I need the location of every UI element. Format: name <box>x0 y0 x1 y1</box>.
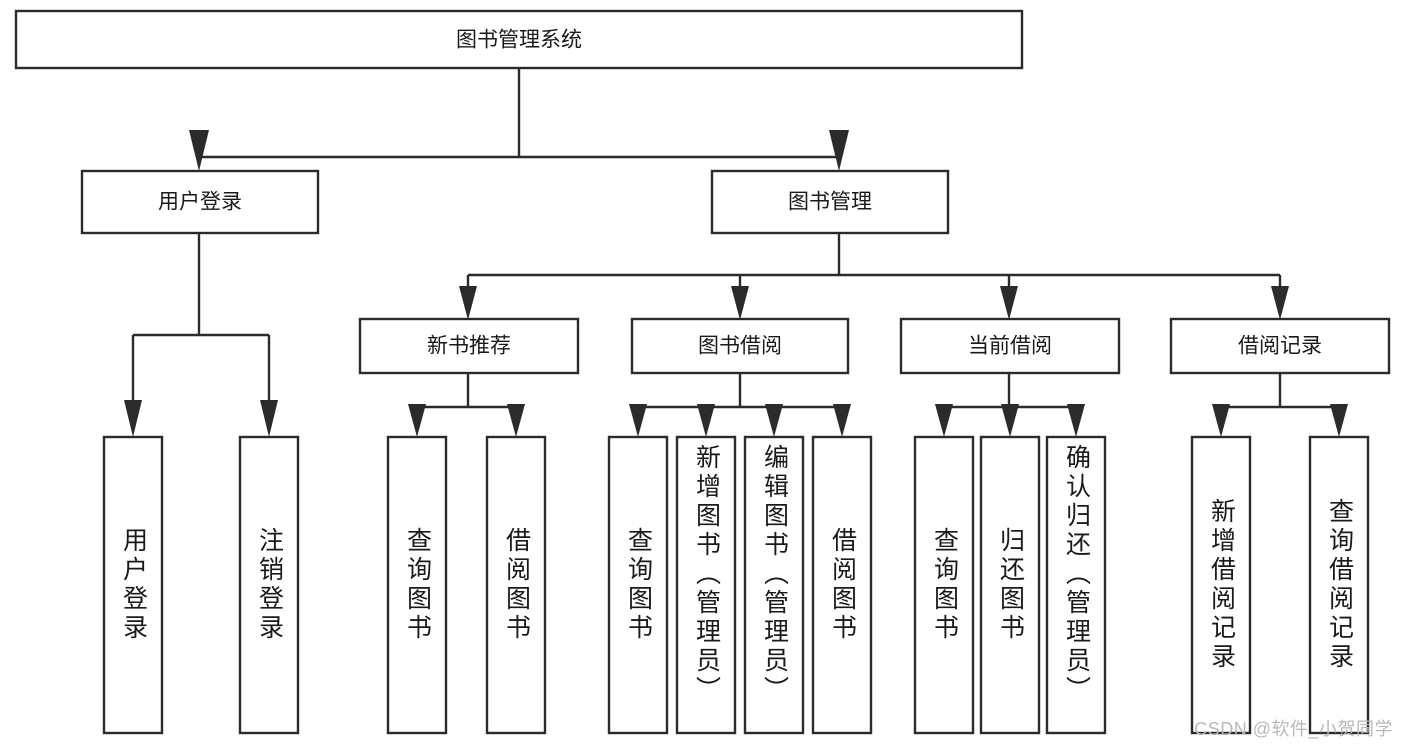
node-user-login[interactable]: 用户登录 <box>80 169 320 235</box>
leaf-box-book-borrow-1[interactable] <box>607 435 669 735</box>
connector-group-root <box>189 68 849 171</box>
node-user-login-label: 用户登录 <box>158 191 242 214</box>
node-current-borrow[interactable]: 当前借阅 <box>899 317 1121 375</box>
arrow-leaf-user-login-1 <box>124 400 142 437</box>
node-book-manage-label: 图书管理 <box>788 191 872 214</box>
arrow-leaf-br-2 <box>1330 404 1348 437</box>
arrow-to-user-login <box>189 130 209 171</box>
leaf-box-current-borrow-1[interactable] <box>913 435 975 735</box>
arrow-to-book-borrow <box>731 286 749 320</box>
leaf-box-new-book-1[interactable] <box>386 435 448 735</box>
arrow-to-book-manage <box>829 130 849 171</box>
node-borrow-record-label: 借阅记录 <box>1238 335 1322 358</box>
arrow-leaf-br-1 <box>1212 404 1230 437</box>
arrow-leaf-bb-4 <box>833 404 851 437</box>
arrow-to-borrow-record <box>1271 286 1289 320</box>
node-borrow-record[interactable]: 借阅记录 <box>1169 317 1391 375</box>
node-current-borrow-label: 当前借阅 <box>968 335 1052 358</box>
leaf-box-user-login-1[interactable] <box>102 435 164 735</box>
arrow-leaf-bb-2 <box>697 404 715 437</box>
arrow-leaf-cb-2 <box>1001 404 1019 437</box>
node-current-borrow-box[interactable] <box>899 317 1121 375</box>
connector-group-new-book <box>408 373 525 437</box>
leaf-box-borrow-record-1[interactable] <box>1190 435 1252 735</box>
leaf-box-new-book-2[interactable] <box>485 435 547 735</box>
arrow-to-new-book <box>459 286 477 320</box>
node-book-borrow[interactable]: 图书借阅 <box>630 317 850 375</box>
csdn-watermark: CSDN @软件_小贺同学 <box>1194 719 1393 739</box>
node-book-borrow-label: 图书借阅 <box>698 335 782 358</box>
connector-group-book-manage <box>459 233 1289 320</box>
leaf-box-book-borrow-4[interactable] <box>811 435 873 735</box>
arrow-leaf-bb-1 <box>629 404 647 437</box>
connector-group-current-borrow <box>935 373 1085 437</box>
leaf-box-book-borrow-3[interactable] <box>743 435 805 735</box>
arrow-leaf-cb-3 <box>1067 404 1085 437</box>
arrow-leaf-bb-3 <box>765 404 783 437</box>
arrow-leaf-nb-2 <box>507 404 525 437</box>
node-borrow-record-box[interactable] <box>1169 317 1391 375</box>
connector-group-book-borrow <box>629 373 851 437</box>
leaf-box-user-login-2[interactable] <box>238 435 300 735</box>
node-new-book-recommend-label: 新书推荐 <box>427 335 511 358</box>
node-new-book-recommend[interactable]: 新书推荐 <box>358 317 580 375</box>
node-root-label: 图书管理系统 <box>456 29 582 52</box>
arrow-leaf-cb-1 <box>935 404 953 437</box>
node-book-borrow-box[interactable] <box>630 317 850 375</box>
arrow-leaf-user-login-2 <box>260 400 278 437</box>
node-new-book-recommend-box[interactable] <box>358 317 580 375</box>
leaf-box-book-borrow-2[interactable] <box>675 435 737 735</box>
node-book-manage[interactable]: 图书管理 <box>710 169 950 235</box>
node-root-box[interactable] <box>14 9 1024 70</box>
leaf-box-current-borrow-3[interactable] <box>1045 435 1107 735</box>
leaf-box-borrow-record-2[interactable] <box>1308 435 1370 735</box>
arrow-leaf-nb-1 <box>408 404 426 437</box>
node-user-login-box[interactable] <box>80 169 320 235</box>
leaf-box-current-borrow-2[interactable] <box>979 435 1041 735</box>
connector-group-user-login <box>124 233 278 437</box>
node-root[interactable]: 图书管理系统 <box>14 9 1024 70</box>
arrow-to-current-borrow <box>1000 286 1018 320</box>
connector-group-borrow-record <box>1212 373 1348 437</box>
node-book-manage-box[interactable] <box>710 169 950 235</box>
